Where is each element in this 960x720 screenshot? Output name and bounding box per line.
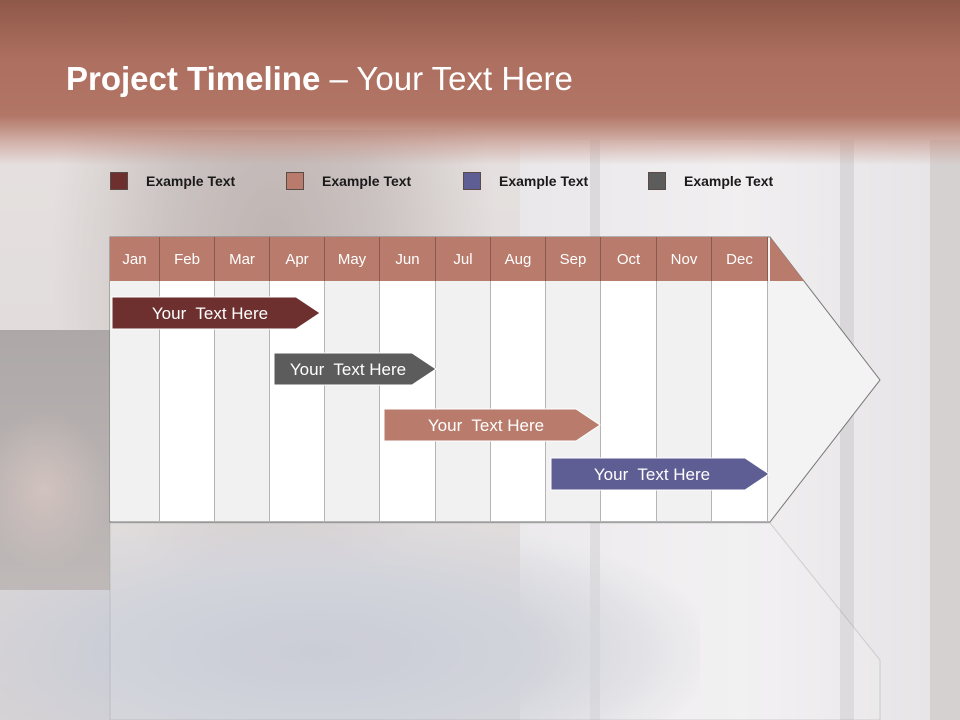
month-label-aug: Aug	[491, 237, 546, 281]
month-column	[491, 281, 546, 521]
legend-label: Example Text	[322, 173, 412, 189]
task-bar-label: Your Text Here	[290, 360, 406, 379]
title-band: Project Timeline – Your Text Here	[0, 0, 960, 165]
task-bar-1[interactable]	[111, 296, 321, 330]
task-bar-label: Your Text Here	[152, 304, 268, 323]
legend-label: Example Text	[146, 173, 236, 189]
month-column	[436, 281, 491, 521]
window-frame	[930, 140, 960, 720]
legend-swatch	[463, 172, 481, 190]
month-label-nov: Nov	[657, 237, 712, 281]
background-hand	[0, 410, 110, 570]
month-column	[380, 281, 436, 521]
task-bar-3[interactable]	[383, 408, 601, 442]
legend-item-3[interactable]: Example Text	[463, 170, 588, 192]
month-label-may: May	[325, 237, 380, 281]
slide-title[interactable]: Project Timeline – Your Text Here	[66, 60, 573, 98]
task-bar-label: Your Text Here	[594, 465, 710, 484]
month-label-mar: Mar	[215, 237, 270, 281]
legend-swatch	[648, 172, 666, 190]
task-bar-2[interactable]	[273, 352, 437, 386]
legend-item-2[interactable]: Example Text	[286, 170, 411, 192]
legend-item-1[interactable]: Example Text	[110, 170, 235, 192]
legend-swatch	[286, 172, 304, 190]
month-label-jun: Jun	[380, 237, 436, 281]
month-label-feb: Feb	[160, 237, 215, 281]
task-bar-4[interactable]	[550, 457, 770, 491]
month-label-oct: Oct	[601, 237, 657, 281]
month-label-sep: Sep	[546, 237, 601, 281]
window-frame	[840, 140, 854, 720]
legend-item-4[interactable]: Example Text	[648, 170, 773, 192]
month-label-jul: Jul	[436, 237, 491, 281]
task-bar-label: Your Text Here	[428, 416, 544, 435]
month-column	[325, 281, 380, 521]
month-label-jan: Jan	[110, 237, 160, 281]
legend-label: Example Text	[499, 173, 589, 189]
month-label-apr: Apr	[270, 237, 325, 281]
slide-title-bold: Project Timeline	[66, 60, 321, 97]
legend-label: Example Text	[684, 173, 774, 189]
legend-swatch	[110, 172, 128, 190]
slide-title-rest: – Your Text Here	[320, 60, 573, 97]
background-jeans	[0, 520, 700, 720]
month-label-dec: Dec	[712, 237, 768, 281]
